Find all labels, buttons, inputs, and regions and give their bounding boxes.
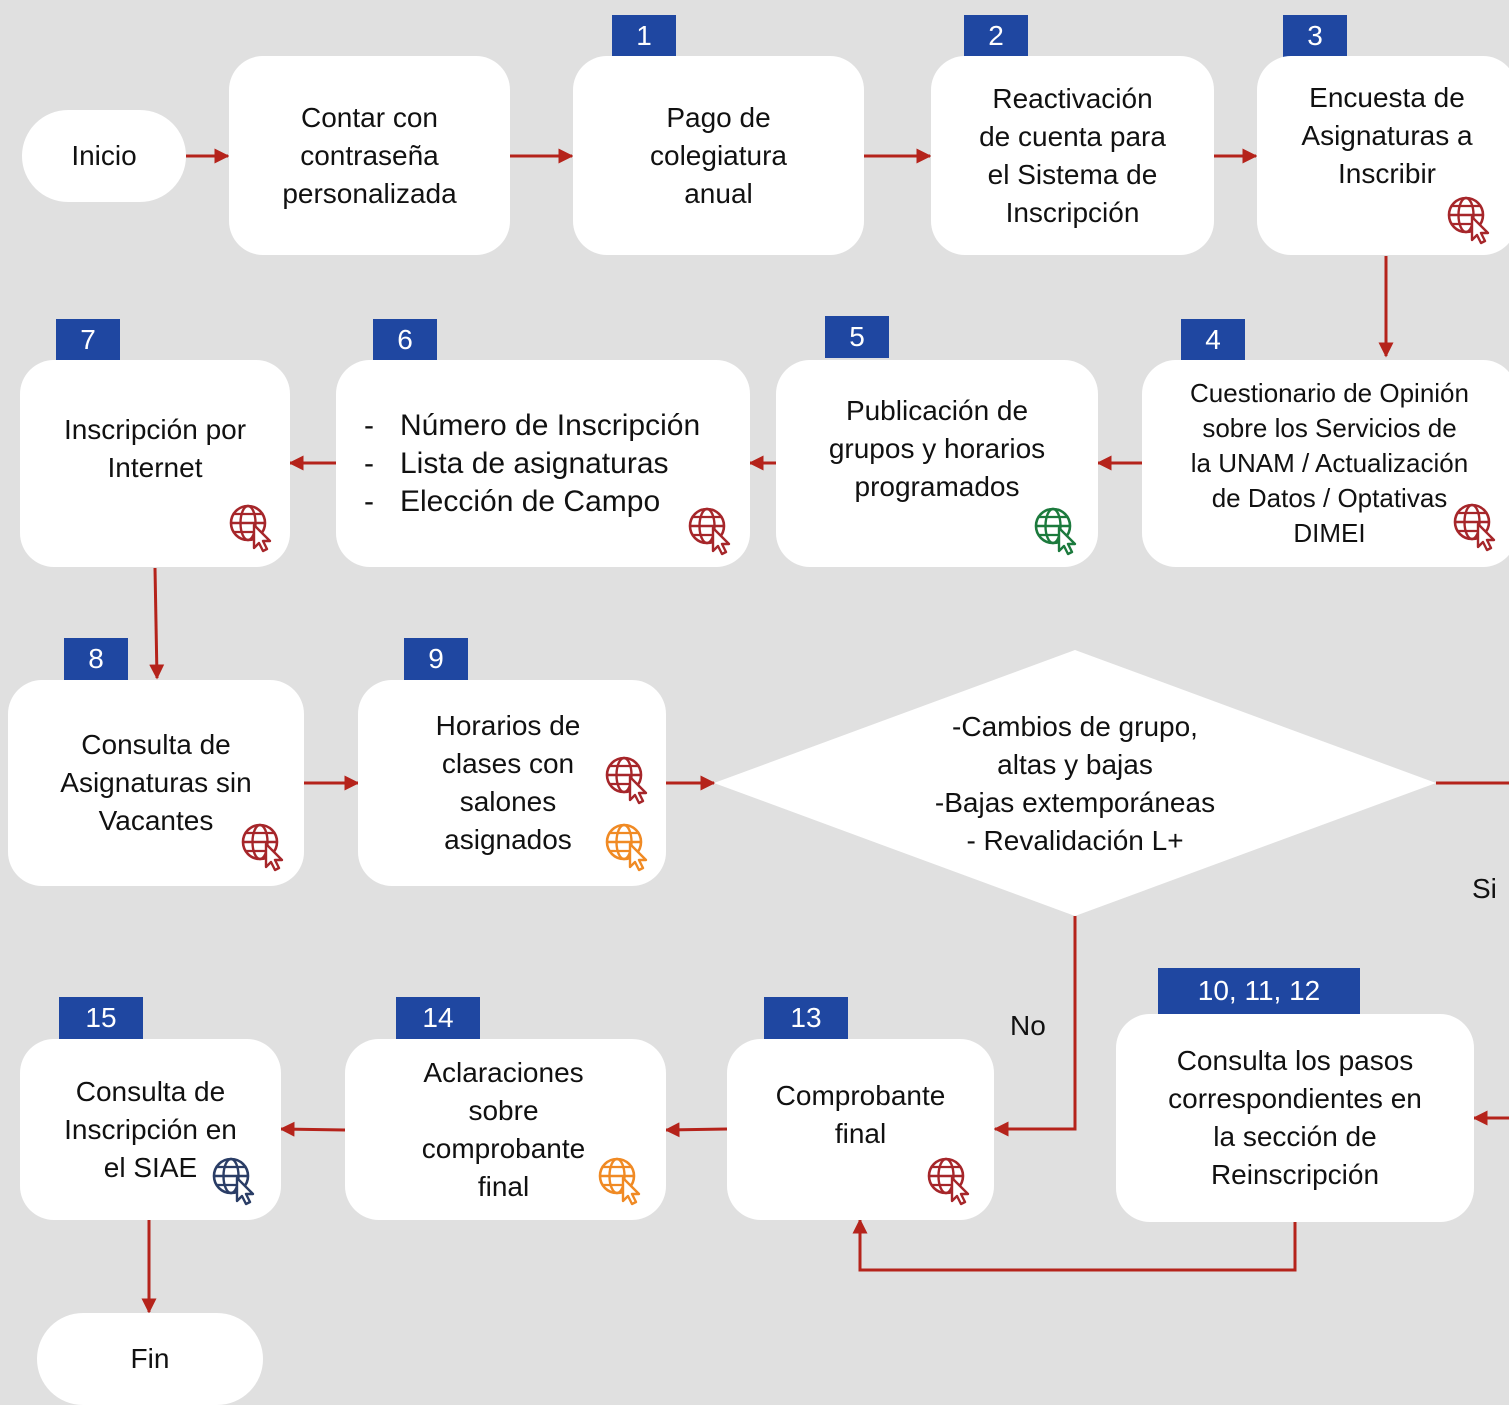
decision-diamond — [714, 650, 1436, 916]
arrow-reinscripcion-comprobante — [852, 1218, 1297, 1272]
badge-6: 6 — [373, 319, 437, 361]
badge-14: 14 — [396, 997, 480, 1039]
step-siae: Consulta de Inscripción en el SIAE — [20, 1039, 281, 1220]
step-encuesta: Encuesta de Asignaturas a Inscribir — [1257, 56, 1509, 255]
step-cuestionario: Cuestionario de Opinión sobre los Servic… — [1142, 360, 1509, 567]
globe-cursor-icon — [1034, 507, 1077, 556]
step-contrasena: Contar con contraseña personalizada — [229, 56, 510, 255]
badge-15: 15 — [59, 997, 143, 1039]
step-reactivacion: Reactivación de cuenta para el Sistema d… — [931, 56, 1214, 255]
globe-cursor-icon — [212, 1157, 255, 1206]
arrow-comprobante-aclaraciones — [664, 1122, 728, 1138]
badge-7: 7 — [56, 319, 120, 361]
end-node: Fin — [37, 1313, 263, 1405]
edge-label-si: Si — [1472, 873, 1497, 904]
step-aclaraciones: Aclaraciones sobre comprobante final — [345, 1039, 666, 1220]
globe-cursor-icon — [1447, 196, 1490, 245]
decision-text: -Cambios de grupo, altas y bajas -Bajas … — [934, 711, 1216, 856]
globe-cursor-icon — [688, 507, 731, 556]
step-reinscripcion: Consulta los pasos correspondientes en l… — [1116, 1014, 1474, 1222]
step-lista — [336, 360, 750, 567]
badge-4: 4 — [1181, 319, 1245, 361]
arrow-aclaraciones-siae — [279, 1121, 346, 1137]
start-node: Inicio — [22, 110, 186, 202]
arrow-internet-consulta — [149, 567, 165, 680]
list-item: -Elección de Campo — [364, 485, 661, 518]
arrow-no-comprobante — [993, 916, 1077, 1137]
globe-cursor-icon — [598, 1157, 641, 1206]
badge-5: 5 — [825, 316, 889, 358]
badge-1: 1 — [612, 15, 676, 57]
list-item: -Número de Inscripción — [364, 409, 701, 442]
globe-cursor-icon — [241, 823, 284, 872]
globe-cursor-icon — [927, 1157, 970, 1206]
lista-items: -Número de Inscripción -Lista de asignat… — [364, 407, 700, 521]
globe-cursor-icon — [605, 756, 648, 805]
step-pago: Pago de colegiatura anual — [573, 56, 864, 255]
badge-2: 2 — [964, 15, 1028, 57]
badge-9: 9 — [404, 638, 468, 680]
step-comprobante: Comprobante final — [727, 1039, 994, 1220]
badge-8: 8 — [64, 638, 128, 680]
globe-cursor-icon — [1453, 503, 1496, 552]
badge-10-11-12: 10, 11, 12 — [1158, 968, 1360, 1014]
globe-cursor-icon — [605, 823, 648, 872]
step-consulta-vacantes: Consulta de Asignaturas sin Vacantes — [8, 680, 304, 886]
badge-13: 13 — [764, 997, 848, 1039]
step-publicacion: Publicación de grupos y horarios program… — [776, 360, 1098, 567]
step-horarios: Horarios de clases con salones asignados — [358, 680, 666, 886]
list-item: -Lista de asignaturas — [364, 447, 669, 480]
edge-label-no: No — [1010, 1010, 1046, 1041]
badge-3: 3 — [1283, 15, 1347, 57]
globe-cursor-icon — [229, 504, 272, 553]
